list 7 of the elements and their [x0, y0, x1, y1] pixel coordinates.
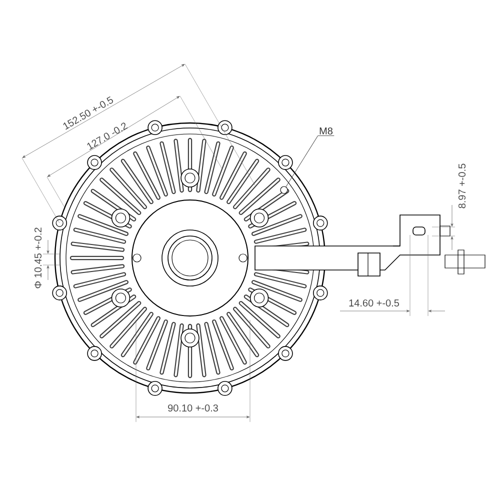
threaded-hole	[280, 186, 288, 194]
callout-text: M8	[318, 127, 334, 136]
dimension-label: 90.10 +-0.3	[168, 404, 218, 412]
dimension-label: 14.60 +-0.5	[349, 299, 399, 307]
dimension-label: Φ 10.45 +-0.2	[34, 228, 42, 288]
leader-line	[286, 135, 318, 188]
dimension-label: 8.97 +-0.5	[458, 164, 466, 208]
